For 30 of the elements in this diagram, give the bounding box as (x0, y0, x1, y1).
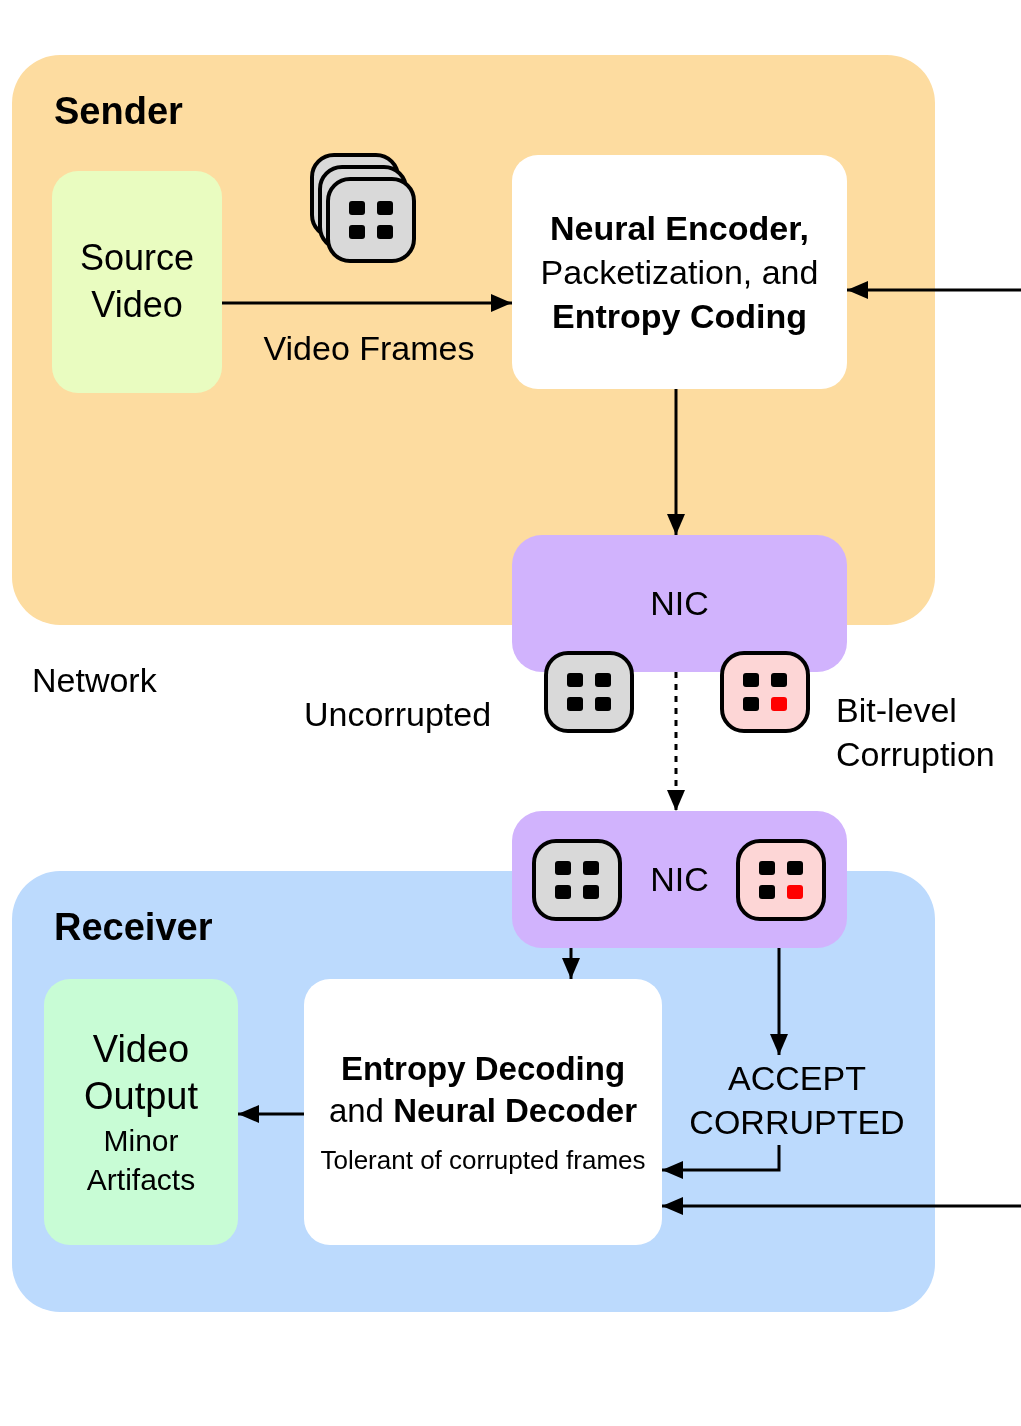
node-text: Source Video (78, 236, 196, 327)
text-label: Network (32, 660, 157, 701)
arrow (667, 672, 685, 811)
node-text: Video Output (82, 1026, 200, 1119)
node-text: Neural Encoder, Packetization, and Entropy Coding (539, 207, 820, 338)
output-box (44, 979, 238, 1245)
edge-label: Video Frames (262, 328, 476, 369)
text-label: Uncorrupted (304, 694, 492, 735)
nic-box (512, 535, 847, 672)
sender-panel (12, 55, 935, 625)
source-box (52, 171, 222, 393)
node-text: ACCEPT CORRUPTED (688, 1057, 906, 1143)
process-box (304, 979, 662, 1245)
process-box (512, 155, 847, 389)
arrow (662, 1197, 1021, 1215)
node-text: Minor Artifacts (85, 1122, 197, 1198)
text-label: Bit-level Corruption (836, 690, 996, 776)
node-text: Tolerant of corrupted frames (320, 1145, 646, 1177)
arrow (770, 948, 788, 1055)
arrow (562, 948, 580, 979)
arrow (662, 1145, 781, 1179)
arrow (238, 1105, 304, 1123)
node-text: Receiver (54, 905, 213, 950)
node-text: NIC (650, 583, 709, 624)
node-text: Sender (54, 89, 183, 134)
arrow (667, 389, 685, 535)
arrow (847, 281, 1021, 299)
node-text: Entropy Decoding and Neural Decoder (327, 1048, 639, 1132)
arrow (222, 294, 512, 312)
node-text: NIC (650, 859, 709, 900)
